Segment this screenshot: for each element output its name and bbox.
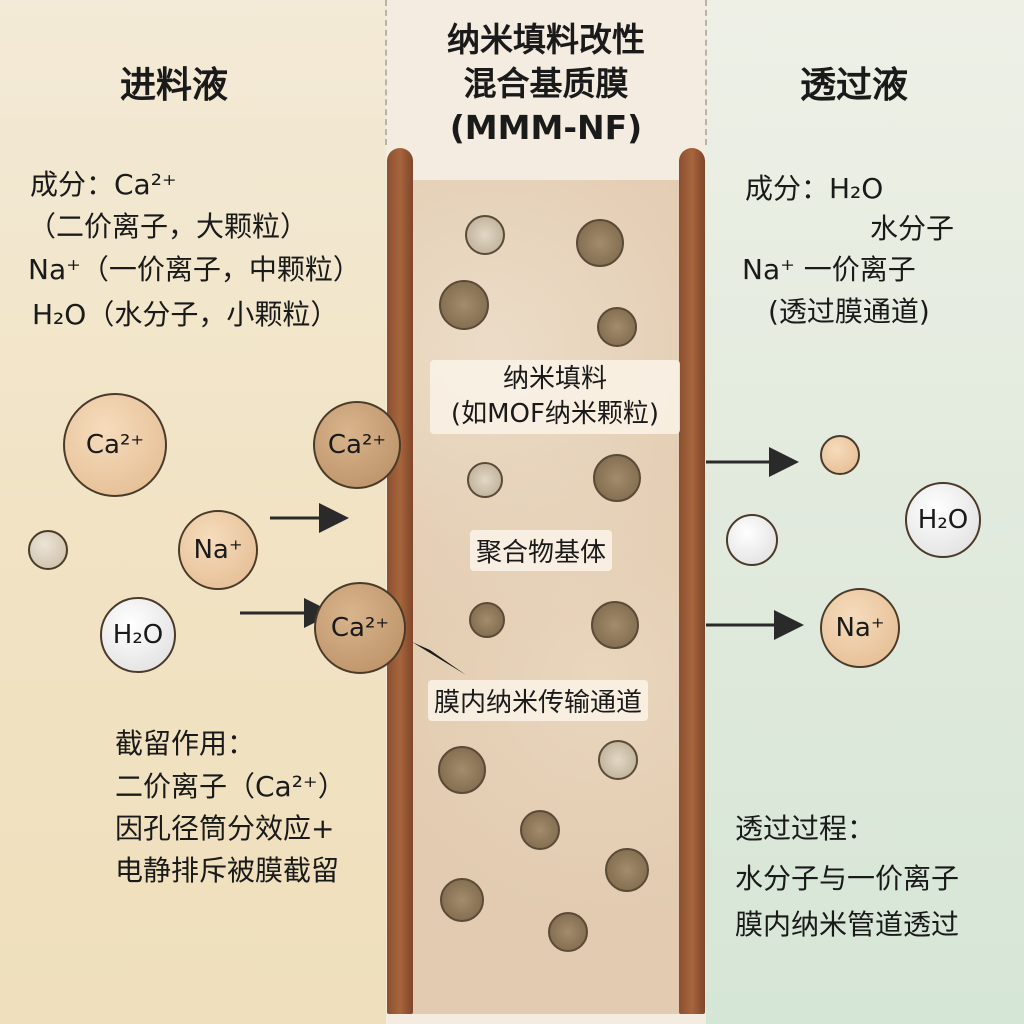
h2o-permeate: H₂O (905, 482, 981, 558)
filler-label-2: (如MOF纳米颗粒) (450, 399, 660, 430)
divider-left (385, 0, 387, 145)
na-ion-permeate: Na⁺ (820, 588, 900, 668)
feed-composition-3: Na⁺（一价离子，中颗粒） (28, 253, 361, 286)
ca-ion-feed: Ca²⁺ (63, 393, 167, 497)
feed-composition-2: （二价离子，大颗粒） (28, 210, 309, 243)
permeate-composition-3: Na⁺ 一价离子 (742, 253, 916, 286)
rejection-2: 二价离子（Ca²⁺） (115, 770, 346, 803)
water-particle-permeate (726, 514, 778, 566)
nanofiller (465, 215, 505, 255)
channel-label: 膜内纳米传输通道 (428, 680, 649, 721)
channel-pointer (412, 642, 466, 675)
filler-label: 纳米填料 (如MOF纳米颗粒) (430, 360, 680, 435)
h2o-feed: H₂O (100, 597, 176, 673)
nanofiller (548, 912, 588, 952)
nanofiller (469, 602, 505, 638)
filler-label-1: 纳米填料 (502, 364, 607, 394)
process-3: 膜内纳米管道透过 (735, 908, 960, 941)
nanofiller (593, 454, 641, 502)
nanofiller (591, 601, 639, 649)
feed-composition-4: H₂O（水分子，小颗粒） (32, 298, 339, 331)
process-2: 水分子与一价离子 (735, 862, 960, 895)
divider-right (705, 0, 707, 145)
permeate-composition-4: (透过膜通道) (768, 295, 930, 328)
nanofiller (467, 462, 503, 498)
membrane-title-3: (MMM-NF) (449, 108, 643, 147)
nanofiller (438, 746, 486, 794)
permeate-composition-2: 水分子 (870, 212, 955, 245)
nanofiller (576, 219, 624, 267)
membrane-wall-right (679, 148, 705, 1014)
nanofiller (605, 848, 649, 892)
permeate-composition-1: 成分：H₂O (745, 172, 884, 205)
process-1: 透过过程： (735, 812, 876, 845)
ca-ion-rejected-1: Ca²⁺ (313, 401, 401, 489)
membrane-wall-left (387, 148, 413, 1014)
feed-composition-1: 成分：Ca²⁺ (30, 168, 177, 201)
feed-title: 进料液 (120, 65, 229, 106)
ca-ion-rejected-2: Ca²⁺ (314, 582, 406, 674)
small-particle-feed (28, 530, 68, 570)
nanofiller (597, 307, 637, 347)
small-particle-permeate (820, 435, 860, 475)
rejection-1: 截留作用： (115, 727, 256, 760)
membrane-title-1: 纳米填料改性 (447, 20, 645, 59)
nanofiller (439, 280, 489, 330)
permeate-title: 透过液 (800, 65, 909, 106)
rejection-4: 电静排斥被膜截留 (115, 854, 340, 887)
nanofiller (440, 878, 484, 922)
rejection-3: 因孔径筒分效应+ (115, 812, 335, 845)
matrix-label: 聚合物基体 (470, 530, 613, 571)
na-ion-feed: Na⁺ (178, 510, 258, 590)
membrane-title-2: 混合基质膜 (463, 64, 629, 103)
nanofiller (598, 740, 638, 780)
nanofiller (520, 810, 560, 850)
